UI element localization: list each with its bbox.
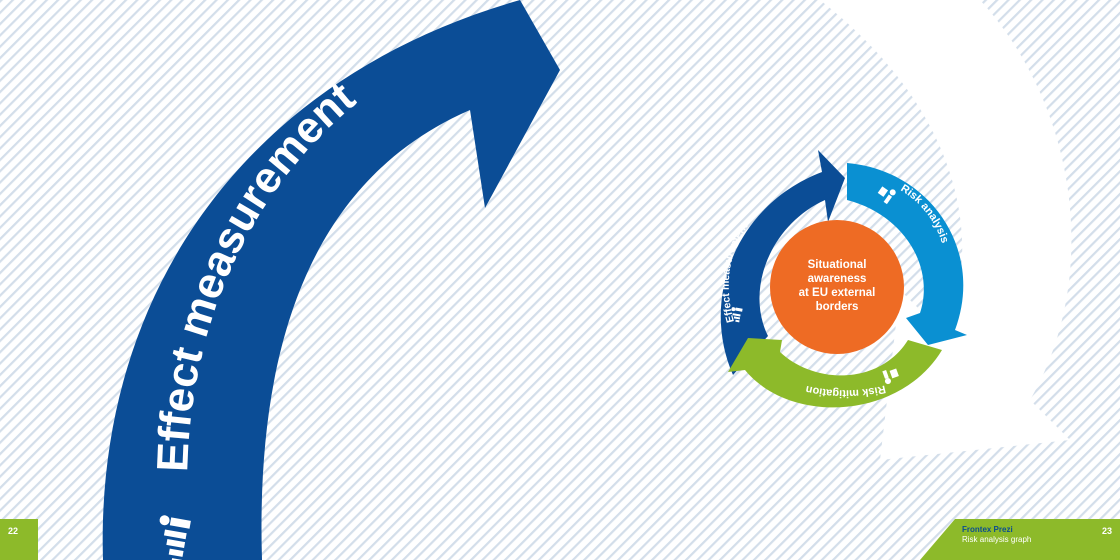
footer-right-bar <box>920 519 1120 560</box>
cycle-segment-effect-measurement <box>720 150 845 375</box>
center-label: Situational awareness at EU external bor… <box>778 258 896 314</box>
footer-title: Frontex Prezi <box>962 525 1013 534</box>
center-line-1: Situational <box>807 259 867 271</box>
footer-left-bar <box>0 519 38 560</box>
cycle-segment-risk-mitigation <box>728 338 942 408</box>
effect-measurement-big-arrow <box>102 0 561 560</box>
page-number-left: 22 <box>8 526 19 536</box>
center-line-4: borders <box>815 301 859 313</box>
background-white-arrow <box>820 0 1072 460</box>
page-number-right: 23 <box>1101 526 1112 536</box>
effect-measurement-icon <box>159 515 191 560</box>
footer-subtitle: Risk analysis graph <box>962 535 1032 544</box>
risk-cycle-diagram: Effect measurement Risk analysis Risk mi… <box>720 150 967 408</box>
center-line-2: awareness <box>807 273 867 285</box>
small-effect-measurement-icon <box>731 307 743 323</box>
risk-mitigation-icon <box>882 368 899 385</box>
center-line-3: at EU external <box>798 287 876 299</box>
center-circle <box>770 220 904 354</box>
cycle-segment-risk-analysis <box>847 163 967 345</box>
cycle-label-risk-mitigation: Risk mitigation <box>804 383 887 400</box>
risk-analysis-icon <box>877 186 896 205</box>
